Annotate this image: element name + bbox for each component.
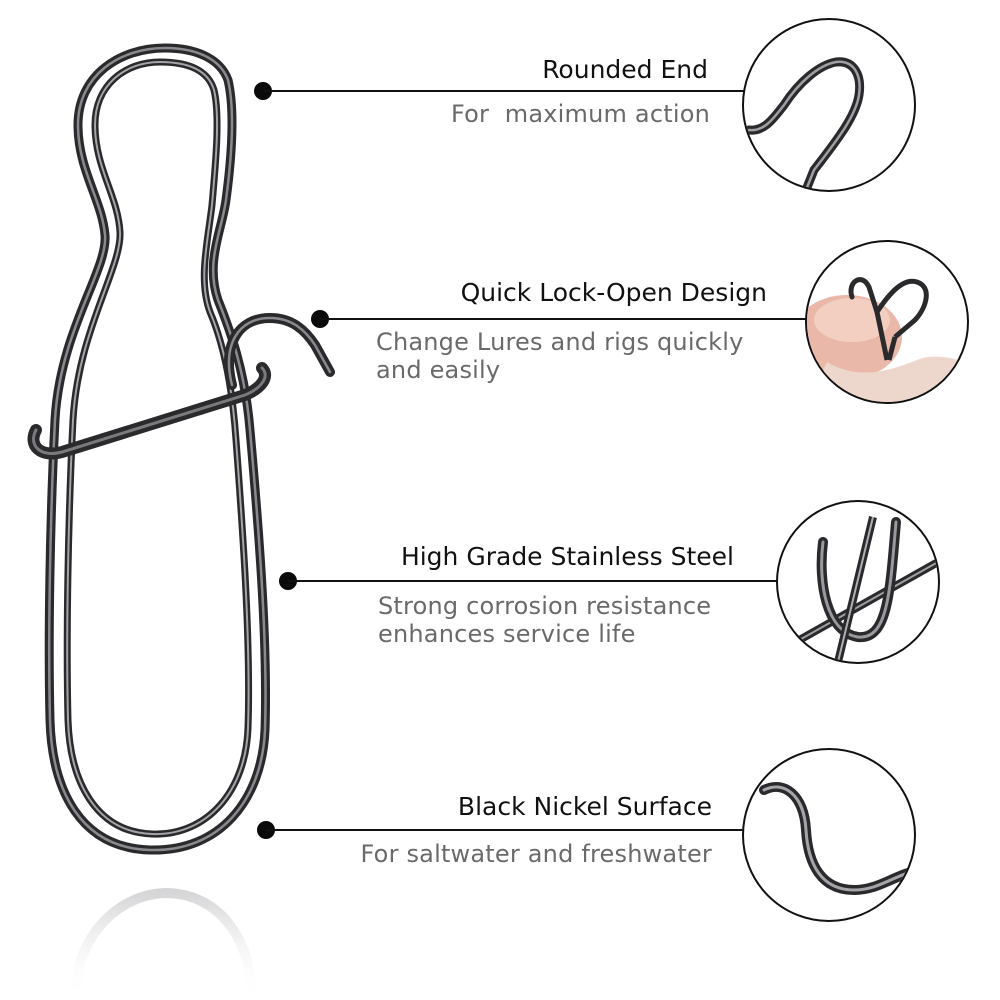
snap-reflection <box>72 887 256 1000</box>
callout-line <box>266 829 746 831</box>
callout-line <box>288 580 778 582</box>
feature-title: High Grade Stainless Steel <box>400 542 734 571</box>
feature-description: For saltwater and freshwater <box>360 840 712 868</box>
callout-line <box>320 318 810 320</box>
feature-title: Black Nickel Surface <box>457 792 712 821</box>
curved-wire-closeup-icon <box>742 748 916 922</box>
feature-description-line-2: and easily <box>376 356 501 384</box>
finger-opening-snap-closeup-icon <box>805 240 969 404</box>
rounded-end-closeup-icon <box>742 18 916 192</box>
feature-title: Quick Lock-Open Design <box>460 278 767 307</box>
hook-bend-closeup-icon <box>776 500 940 664</box>
callout-line <box>263 90 748 92</box>
feature-description-line-2: enhances service life <box>378 620 636 648</box>
feature-description: For maximum action <box>451 100 710 128</box>
feature-description-line-1: Strong corrosion resistance <box>378 592 712 620</box>
feature-description-line-1: Change Lures and rigs quickly <box>376 328 744 356</box>
feature-title: Rounded End <box>542 55 708 84</box>
